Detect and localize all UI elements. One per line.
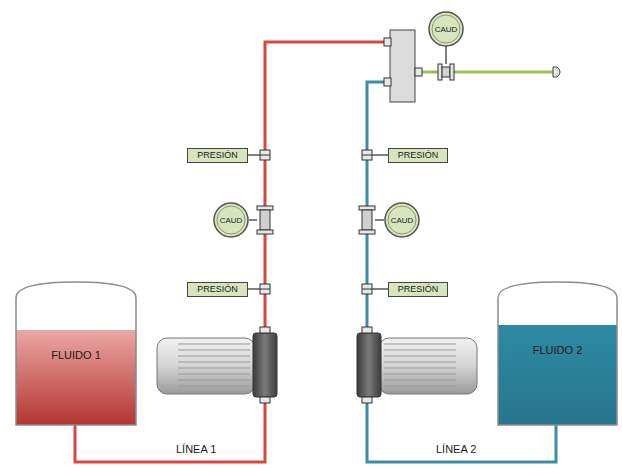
meter-stem — [249, 219, 257, 221]
pipe-line — [265, 42, 386, 331]
sensor-label: PRESIÓN — [398, 150, 439, 161]
pipe-fitting — [362, 155, 372, 156]
flange — [442, 67, 450, 77]
pipe-fitting — [260, 150, 270, 160]
pipe-fitting — [384, 38, 391, 46]
sensor-lead — [372, 154, 388, 156]
flow-meter: CAUD — [428, 11, 464, 47]
flange — [257, 230, 273, 234]
motor-pump — [357, 327, 477, 403]
pipe-fitting — [362, 284, 372, 294]
pressure-sensor: PRESIÓN — [187, 282, 248, 297]
line-label: LÍNEA 2 — [436, 443, 476, 455]
sensor-label: PRESIÓN — [197, 284, 238, 295]
flange — [450, 64, 454, 80]
meter-label: CAUD — [220, 216, 243, 225]
pressure-sensor: PRESIÓN — [388, 282, 448, 297]
flange — [438, 64, 442, 80]
tank-label: FLUIDO 1 — [51, 348, 101, 363]
pipe-fitting — [362, 150, 372, 160]
pressure-sensor: PRESIÓN — [187, 148, 248, 163]
meter-stem — [445, 46, 447, 64]
pipe-fitting — [415, 68, 422, 76]
pipe-fitting — [260, 155, 270, 156]
sensor-label: PRESIÓN — [398, 284, 439, 295]
motor-pump — [157, 327, 277, 403]
mixer-block — [390, 30, 415, 102]
flange — [359, 230, 375, 234]
sensor-lead — [248, 154, 260, 156]
sensor-lead — [372, 288, 388, 290]
flange — [257, 206, 273, 210]
pipe-fitting — [260, 284, 270, 294]
pipe-cap — [553, 67, 560, 77]
meter-label: CAUD — [435, 25, 458, 34]
meter-stem — [375, 219, 384, 221]
pipe-fitting — [384, 78, 391, 86]
fluid-tank: FLUIDO 2 — [497, 280, 618, 426]
sensor-label: PRESIÓN — [197, 150, 238, 161]
pipe-fitting — [260, 289, 270, 290]
flange — [359, 206, 375, 210]
pressure-sensor: PRESIÓN — [388, 148, 448, 163]
meter-label: CAUD — [391, 216, 414, 225]
flange — [362, 210, 372, 230]
flange — [260, 210, 270, 230]
tank-label: FLUIDO 2 — [533, 343, 583, 358]
line-label: LÍNEA 1 — [176, 443, 216, 455]
pipe-fitting — [362, 289, 372, 290]
sensor-lead — [248, 288, 260, 290]
flow-meter: CAUD — [384, 202, 420, 238]
fluid-tank: FLUIDO 1 — [15, 280, 137, 426]
flow-meter: CAUD — [213, 202, 249, 238]
